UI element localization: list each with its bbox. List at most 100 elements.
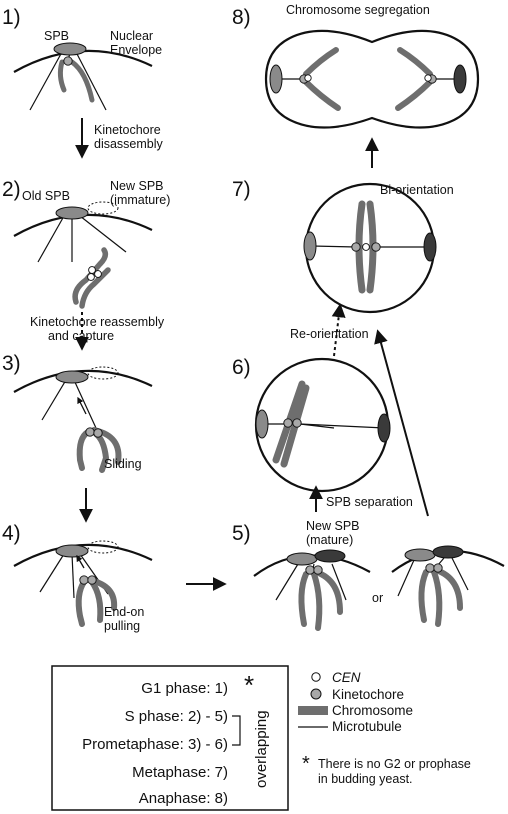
footnote-line-2: in budding yeast. bbox=[318, 772, 413, 786]
phase-box: G1 phase: 1) S phase: 2) - 5) Prometapha… bbox=[51, 665, 289, 811]
kinetochore-circle-icon bbox=[310, 688, 322, 700]
microtubule bbox=[79, 215, 127, 253]
legend-cen: CEN bbox=[332, 670, 361, 685]
cen bbox=[88, 266, 96, 274]
end-on-label-1: End-on bbox=[104, 605, 144, 619]
phase-g1: G1 phase: 1) bbox=[141, 680, 228, 697]
cen bbox=[424, 74, 432, 82]
cen bbox=[304, 74, 312, 82]
step-6: 6) bbox=[232, 356, 391, 493]
new-spb-immature-label-1: New SPB bbox=[110, 179, 164, 193]
nuclear-envelope-label-2: Envelope bbox=[110, 43, 162, 57]
phase-prometaphase: Prometaphase: 3) - 6) bbox=[82, 736, 228, 753]
chromosome bbox=[89, 579, 104, 623]
kinetochore-disassembly-label-1: Kinetochore bbox=[94, 123, 161, 137]
footnote: * There is no G2 or prophase in budding … bbox=[302, 753, 471, 786]
overlapping-label: overlapping bbox=[253, 710, 270, 788]
kinetochore bbox=[305, 565, 315, 575]
new-spb-immature bbox=[87, 540, 119, 554]
chromosome bbox=[431, 569, 443, 627]
microtubule bbox=[331, 563, 347, 601]
old-spb bbox=[55, 206, 89, 220]
spb bbox=[286, 552, 318, 566]
kinetochore bbox=[85, 427, 95, 437]
chromosome bbox=[418, 569, 429, 623]
new-spb-immature bbox=[87, 201, 119, 215]
spb bbox=[303, 231, 317, 261]
spb bbox=[255, 409, 269, 439]
step-7: 7) Bi-orientation bbox=[232, 178, 454, 314]
nuclear-envelope-label-1: Nuclear bbox=[110, 29, 153, 43]
spb-separation-label: SPB separation bbox=[326, 495, 413, 509]
microtubule bbox=[29, 51, 63, 111]
footnote-line-1: There is no G2 or prophase bbox=[318, 757, 471, 771]
microtubule bbox=[37, 215, 65, 263]
spb bbox=[404, 548, 436, 562]
new-spb-mature bbox=[453, 64, 467, 94]
arrow-5-to-7 bbox=[374, 329, 429, 517]
new-spb-mature bbox=[377, 413, 391, 443]
spb bbox=[269, 64, 283, 94]
step-number-1: 1) bbox=[2, 6, 21, 29]
reassembly-label-1: Kinetochore reassembly bbox=[30, 315, 165, 329]
legend: CEN Kinetochore Chromosome Microtubule bbox=[298, 670, 413, 734]
footnote-asterisk: * bbox=[302, 753, 310, 775]
chromosome bbox=[69, 59, 95, 103]
nuclear-envelope bbox=[13, 369, 153, 393]
microtubule bbox=[299, 423, 335, 429]
step-number-2: 2) bbox=[2, 178, 21, 201]
step-number-8: 8) bbox=[232, 6, 251, 29]
sliding-label: Sliding bbox=[104, 457, 142, 471]
step-number-4: 4) bbox=[2, 522, 21, 545]
phase-anaphase: Anaphase: 8) bbox=[139, 790, 228, 807]
arrow-6-to-7 bbox=[331, 303, 346, 357]
cen bbox=[94, 270, 102, 278]
microtubule bbox=[299, 423, 385, 429]
microtubule bbox=[41, 379, 67, 421]
chromosome bbox=[397, 47, 433, 77]
phase-s: S phase: 2) - 5) bbox=[125, 708, 228, 725]
microtubule bbox=[71, 553, 75, 599]
step-number-5: 5) bbox=[232, 522, 251, 545]
old-spb-label: Old SPB bbox=[22, 189, 70, 203]
phase-box-frame bbox=[51, 665, 289, 811]
end-on-label-2: pulling bbox=[104, 619, 140, 633]
step-number-6: 6) bbox=[232, 356, 251, 379]
movement-arrow bbox=[76, 554, 85, 569]
nuclear-envelope bbox=[13, 543, 153, 567]
reorientation-label: Re-orientation bbox=[290, 327, 369, 341]
chromosome bbox=[75, 579, 87, 627]
kinetochore bbox=[433, 563, 443, 573]
chromosome bbox=[298, 571, 309, 627]
spb-label: SPB bbox=[44, 29, 69, 43]
kinetochore bbox=[87, 575, 97, 585]
new-spb-mature bbox=[314, 549, 346, 563]
legend-kinetochore: Kinetochore bbox=[332, 687, 404, 702]
chromosome bbox=[311, 571, 323, 631]
or-label: or bbox=[372, 591, 383, 605]
movement-arrow bbox=[77, 396, 87, 415]
dividing-nucleus bbox=[264, 29, 480, 129]
biorientation-label: Bi-orientation bbox=[380, 183, 454, 197]
step-number-7: 7) bbox=[232, 178, 251, 201]
chromosome bbox=[303, 47, 339, 77]
step-3: 3) Sliding bbox=[2, 352, 153, 473]
reassembly-label-2: and capture bbox=[48, 329, 114, 343]
new-spb-mature bbox=[423, 232, 437, 262]
cen bbox=[87, 273, 95, 281]
new-spb-mature-label-2: (mature) bbox=[306, 533, 353, 547]
kinetochore bbox=[351, 242, 361, 252]
spb bbox=[55, 544, 89, 558]
step-4: 4) End-on pulling bbox=[2, 522, 153, 633]
spb bbox=[55, 370, 89, 384]
chromosome bbox=[395, 79, 433, 111]
step-1: 1) SPB Nuclear Envelope bbox=[2, 6, 162, 111]
kinetochore bbox=[63, 56, 73, 66]
legend-microtubule: Microtubule bbox=[332, 719, 402, 734]
microtubule bbox=[275, 563, 299, 601]
new-spb-immature-label-2: (immature) bbox=[110, 193, 170, 207]
chromosome bbox=[76, 429, 91, 471]
chromosome-segregation-label: Chromosome segregation bbox=[286, 3, 430, 17]
step-2: 2) Old SPB New SPB (immature) bbox=[2, 178, 170, 309]
kinetochore bbox=[283, 418, 293, 428]
